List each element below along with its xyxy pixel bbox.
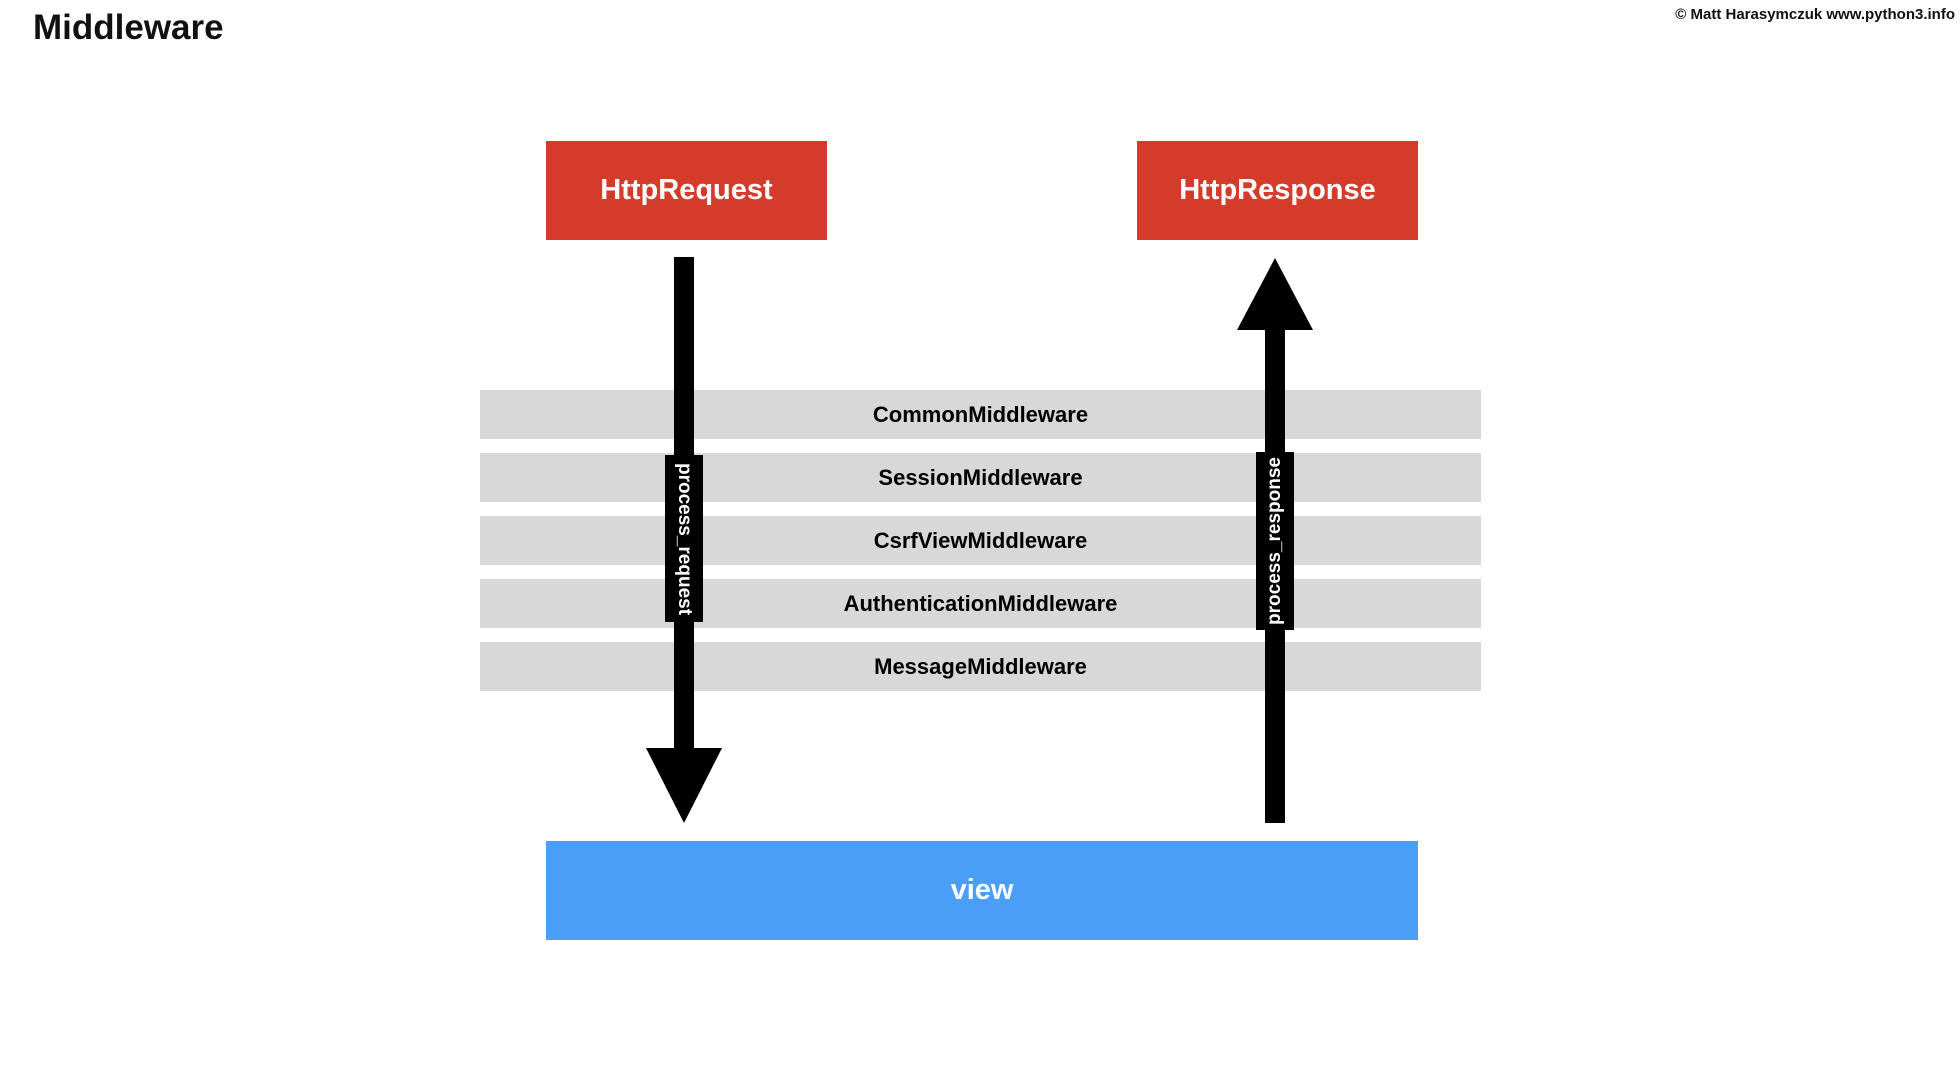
middleware-layer-label: AuthenticationMiddleware	[843, 590, 1118, 616]
middleware-layer-label: MessageMiddleware	[874, 653, 1087, 679]
middleware-layer-csrfview: CsrfViewMiddleware	[480, 516, 1481, 565]
http-request-box: HttpRequest	[546, 141, 827, 240]
http-request-label: HttpRequest	[600, 174, 773, 206]
response-arrowhead-up-icon	[1237, 258, 1313, 330]
middleware-layer-common: CommonMiddleware	[480, 390, 1481, 439]
view-label: view	[950, 874, 1014, 906]
middleware-layer-label: CsrfViewMiddleware	[873, 527, 1088, 553]
process-response-label: process_response	[1264, 457, 1285, 625]
page-title: Middleware	[33, 8, 224, 47]
middleware-layer-message: MessageMiddleware	[480, 642, 1481, 691]
middleware-layer-label: SessionMiddleware	[878, 464, 1083, 490]
copyright-notice: © Matt Harasymczuk www.python3.info	[1675, 6, 1955, 23]
http-response-label: HttpResponse	[1179, 174, 1376, 206]
middleware-layer-label: CommonMiddleware	[872, 401, 1089, 427]
http-response-box: HttpResponse	[1137, 141, 1418, 240]
middleware-layer-session: SessionMiddleware	[480, 453, 1481, 502]
process-request-label: process_request	[674, 462, 695, 615]
request-arrowhead-down-icon	[646, 748, 722, 823]
process-request-label-box: process_request	[665, 455, 703, 622]
middleware-layer-authentication: AuthenticationMiddleware	[480, 579, 1481, 628]
process-response-label-box: process_response	[1256, 452, 1294, 630]
view-box: view	[546, 841, 1418, 940]
